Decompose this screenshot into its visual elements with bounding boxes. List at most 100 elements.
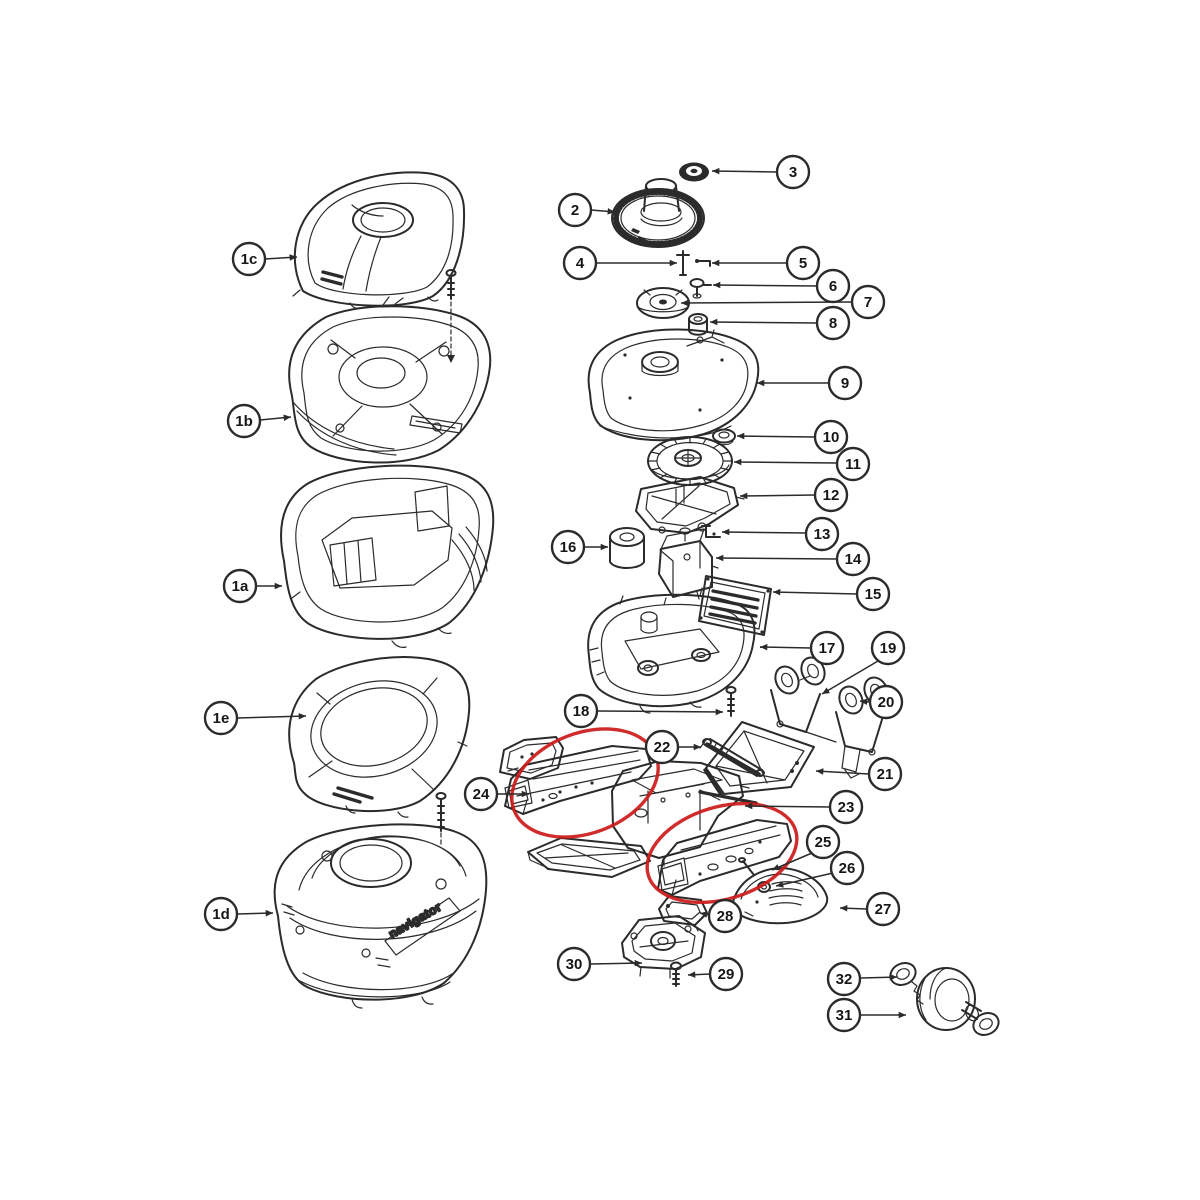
callout-12: 12 xyxy=(739,477,849,513)
callout-label-13: 13 xyxy=(814,526,831,543)
callout-label-17: 17 xyxy=(819,640,836,657)
part-13-drawing xyxy=(701,525,721,538)
red-highlight-ellipse-right xyxy=(645,801,799,905)
screw-upper-drawing xyxy=(445,269,457,363)
part-29-drawing xyxy=(670,961,682,987)
part-1a-drawing xyxy=(280,464,495,648)
callout-13: 13 xyxy=(721,516,840,552)
callout-5: 5 xyxy=(712,245,821,281)
part-17-drawing xyxy=(587,587,756,714)
part-27-shoe-drawing xyxy=(730,867,829,925)
callout-label-15: 15 xyxy=(865,586,882,603)
callout-2: 2 xyxy=(557,192,616,228)
part-9-drawing xyxy=(587,328,760,442)
callout-label-1c: 1c xyxy=(241,251,258,268)
part-1b-drawing xyxy=(288,296,492,464)
callout-label-3: 3 xyxy=(789,164,797,181)
callout-17: 17 xyxy=(759,630,845,666)
callout-label-14: 14 xyxy=(845,551,862,568)
red-highlight-ellipse-left xyxy=(510,727,660,839)
callout-14: 14 xyxy=(715,541,871,577)
callout-label-16: 16 xyxy=(560,539,577,556)
callout-32: 32 xyxy=(826,961,898,997)
callout-label-1d: 1d xyxy=(212,906,230,923)
callout-8: 8 xyxy=(709,305,851,341)
callout-28: 28 xyxy=(699,898,743,934)
part-12-drawing xyxy=(635,476,745,534)
callout-label-19: 19 xyxy=(880,640,897,657)
callout-label-22: 22 xyxy=(654,739,671,756)
callout-15: 15 xyxy=(772,576,891,612)
callout-label-27: 27 xyxy=(875,901,892,918)
callout-label-9: 9 xyxy=(841,375,849,392)
callout-label-20: 20 xyxy=(878,694,895,711)
part-2-drawing xyxy=(611,178,705,248)
callout-1a: 1a xyxy=(222,568,282,604)
callout-label-5: 5 xyxy=(799,255,807,272)
callout-label-23: 23 xyxy=(838,799,855,816)
callout-label-32: 32 xyxy=(836,971,853,988)
callout-1b: 1b xyxy=(226,403,292,439)
part-24-wing-drawing xyxy=(504,745,652,815)
parts-31-32-hub-drawing xyxy=(889,962,1000,1036)
callout-1e: 1e xyxy=(203,700,307,736)
part-16-drawing xyxy=(609,527,645,569)
callout-label-21: 21 xyxy=(877,766,894,783)
part-5-drawing xyxy=(695,259,711,267)
callout-16: 16 xyxy=(550,529,608,565)
callout-label-10: 10 xyxy=(823,429,840,446)
parts-19-20-roller-assembly-drawing xyxy=(770,656,889,779)
callout-30: 30 xyxy=(556,946,643,982)
callout-24: 24 xyxy=(463,776,529,812)
callout-label-4: 4 xyxy=(576,255,585,272)
callout-label-1a: 1a xyxy=(232,578,249,595)
callout-9: 9 xyxy=(757,365,863,401)
part-3-drawing xyxy=(679,162,709,182)
part-14-drawing xyxy=(658,527,719,606)
part-21-drawing xyxy=(698,721,815,805)
callout-label-2: 2 xyxy=(571,202,579,219)
callout-31: 31 xyxy=(826,997,906,1033)
part-22-rod-drawing xyxy=(699,738,765,777)
callout-4: 4 xyxy=(562,245,677,281)
callout-3: 3 xyxy=(711,154,811,190)
callout-18: 18 xyxy=(563,693,724,729)
callout-label-29: 29 xyxy=(718,966,735,983)
callout-label-12: 12 xyxy=(823,487,840,504)
callout-29: 29 xyxy=(687,956,744,992)
callout-label-18: 18 xyxy=(573,703,590,720)
callout-label-26: 26 xyxy=(839,860,856,877)
callout-label-11: 11 xyxy=(845,456,861,473)
callout-label-25: 25 xyxy=(815,834,832,851)
skirt-tray-drawing xyxy=(527,837,651,878)
callout-label-7: 7 xyxy=(864,294,872,311)
part-6-drawing xyxy=(689,278,712,299)
callout-label-30: 30 xyxy=(566,956,583,973)
part-15-drawing xyxy=(698,575,772,636)
part-1d-drawing: navigator xyxy=(273,823,488,1009)
callout-label-8: 8 xyxy=(829,315,837,332)
callout-7: 7 xyxy=(680,284,886,320)
callout-22: 22 xyxy=(644,729,701,765)
part-24-cover-drawing xyxy=(499,736,564,780)
callout-6: 6 xyxy=(712,268,851,304)
callout-1c: 1c xyxy=(231,241,298,277)
callout-27: 27 xyxy=(839,891,901,927)
part-11-drawing xyxy=(647,436,733,486)
callout-11: 11 xyxy=(733,446,871,482)
callout-20: 20 xyxy=(859,684,904,720)
callout-25: 25 xyxy=(771,824,841,871)
part-25-wing-drawing xyxy=(657,819,792,896)
callout-10: 10 xyxy=(736,419,849,455)
callout-21: 21 xyxy=(815,756,903,792)
callout-19: 19 xyxy=(821,630,906,695)
callout-label-31: 31 xyxy=(836,1007,853,1024)
part-1c-drawing xyxy=(292,171,466,310)
part-4-drawing xyxy=(676,250,690,276)
callout-label-28: 28 xyxy=(717,908,734,925)
callout-26: 26 xyxy=(775,850,865,888)
part-30-drawing xyxy=(621,915,706,979)
callout-label-1b: 1b xyxy=(235,413,253,430)
